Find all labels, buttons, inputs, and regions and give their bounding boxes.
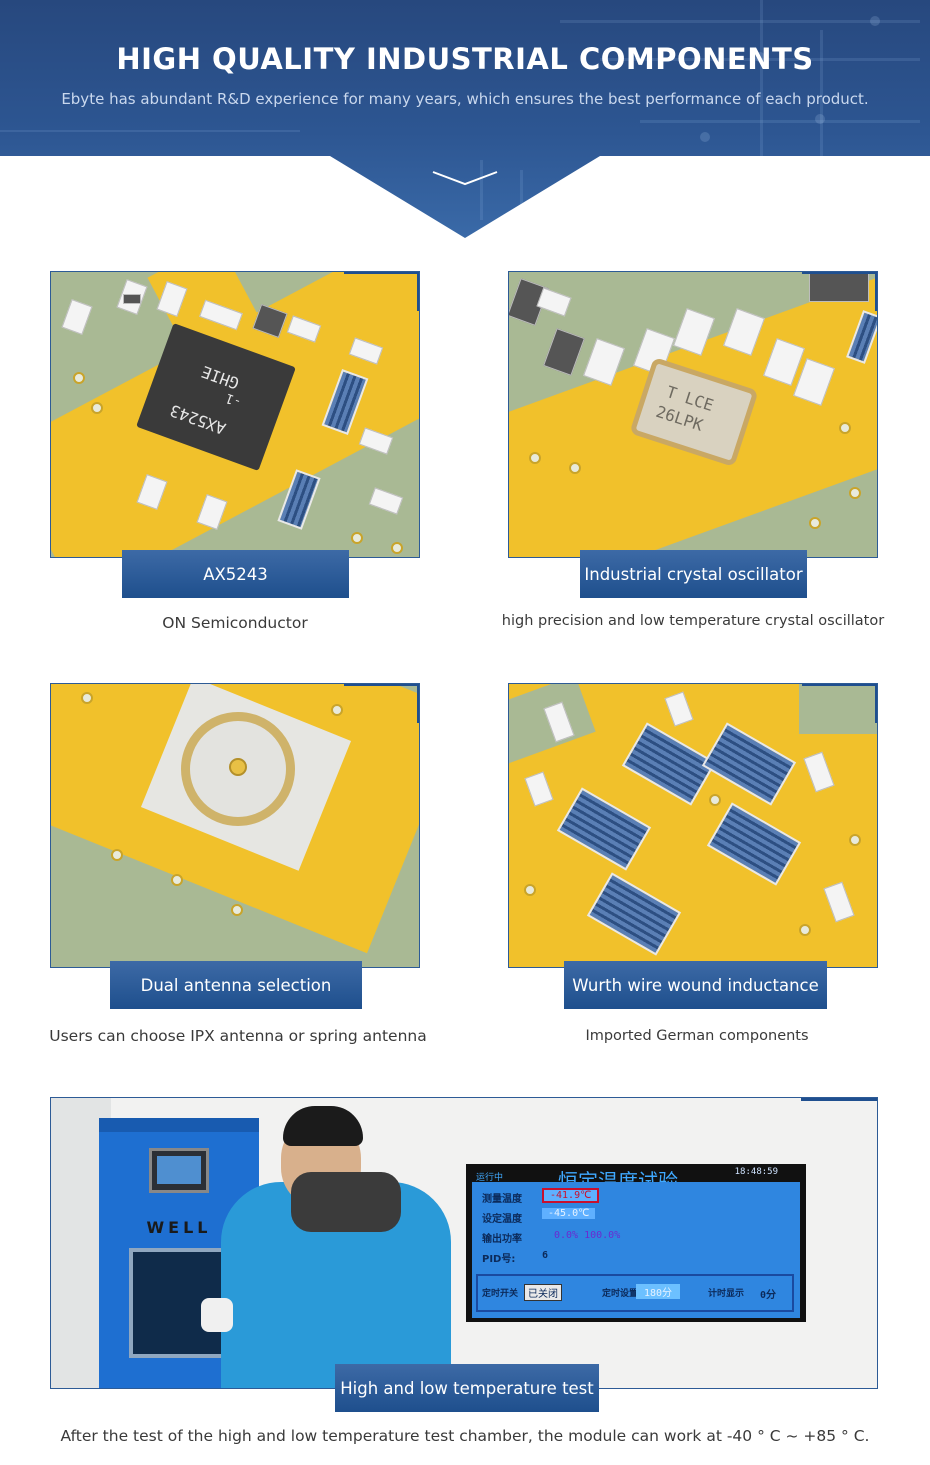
- screen-row-label: 测量温度: [482, 1194, 522, 1205]
- card-inductance-image: [508, 683, 878, 968]
- screen-row-label: 设定温度: [482, 1214, 522, 1225]
- screen-row-value: 0.0% 100.0%: [554, 1230, 621, 1241]
- card-caption-ax5243: ON Semiconductor: [162, 614, 308, 632]
- controller-screen: 运行中 恒定温度试验 18:48:59 测量温度 -41.9℃ 设定温度 -45…: [466, 1164, 806, 1322]
- card-caption-crystal: high precision and low temperature cryst…: [501, 613, 885, 629]
- screen-row-value: -41.9℃: [542, 1188, 600, 1203]
- card-label-inductance: Wurth wire wound inductance: [564, 961, 827, 1009]
- card-antenna-image: [50, 683, 420, 968]
- page-subtitle: Ebyte has abundant R&D experience for ma…: [61, 90, 869, 108]
- screen-footer-item: 0分: [760, 1290, 777, 1301]
- screen-status: 运行中: [476, 1173, 504, 1183]
- screen-row-label: 输出功率: [482, 1234, 522, 1245]
- screen-footer-item: 计时显示: [708, 1289, 745, 1299]
- screen-row-label: PID号:: [482, 1254, 516, 1265]
- header-banner: HIGH QUALITY INDUSTRIAL COMPONENTS Ebyte…: [0, 0, 930, 238]
- page-title: HIGH QUALITY INDUSTRIAL COMPONENTS: [116, 42, 814, 76]
- card-crystal-image: T LCE 26LPK: [508, 271, 878, 558]
- screen-footer-item: 180分: [636, 1284, 681, 1299]
- screen-row-value: -45.0℃: [542, 1208, 596, 1219]
- card-ax5243-image: AX5243 -1 GHIE: [50, 271, 420, 558]
- screen-time: 18:48:59: [734, 1167, 778, 1177]
- chamber-test-photo: WELL 运行中 恒定温度试验 18:48:59 测量温度 -41.9℃ 设定温…: [50, 1097, 878, 1389]
- card-label-ax5243: AX5243: [122, 550, 349, 598]
- card-caption-antenna: Users can choose IPX antenna or spring a…: [49, 1027, 427, 1045]
- card-label-crystal: Industrial crystal oscillator: [580, 550, 807, 598]
- chamber-caption: After the test of the high and low tempe…: [60, 1427, 870, 1445]
- screen-footer-item: 定时设置: [602, 1289, 639, 1299]
- card-label-antenna: Dual antenna selection: [110, 961, 362, 1009]
- screen-footer-item: 已关闭: [524, 1284, 562, 1301]
- chevron-down-icon: [432, 171, 498, 186]
- card-caption-inductance: Imported German components: [585, 1028, 809, 1044]
- screen-row-value: 6: [542, 1250, 549, 1261]
- screen-footer-item: 定时开关: [482, 1289, 519, 1299]
- chamber-brand: WELL: [146, 1218, 212, 1237]
- chamber-label: High and low temperature test: [335, 1364, 599, 1412]
